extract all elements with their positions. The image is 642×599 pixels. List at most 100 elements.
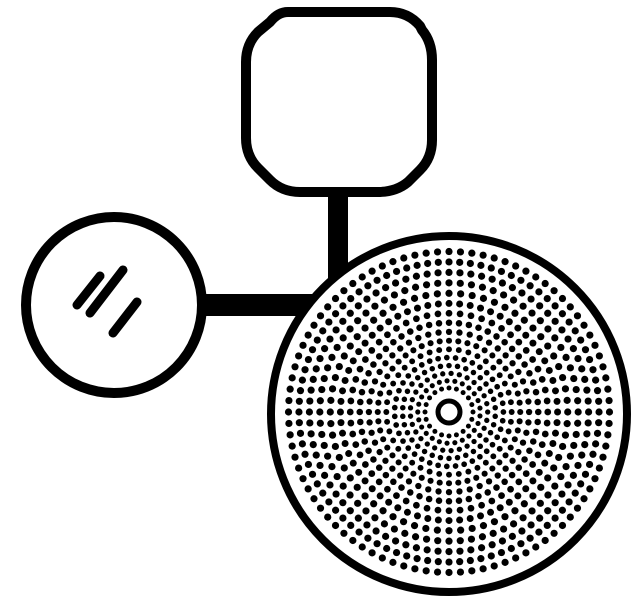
disc-dot [535, 529, 542, 536]
disc-dot [332, 443, 339, 450]
disc-dot [384, 331, 391, 338]
disc-dot [295, 352, 302, 359]
disc-dot [528, 507, 535, 514]
disc-dot [325, 318, 332, 325]
disc-dot [432, 445, 437, 450]
disc-dot [337, 419, 344, 426]
disc-dot [359, 389, 366, 396]
disc-dot [349, 431, 356, 438]
disc-dot [347, 409, 354, 416]
disc-dot [415, 335, 421, 341]
disc-dot [519, 303, 526, 310]
disc-dot [536, 348, 543, 355]
disc-dot [425, 441, 430, 446]
disc-dot [591, 475, 598, 482]
disc-dot [532, 543, 539, 550]
disc-dot [379, 554, 386, 561]
disc-dot [456, 259, 463, 266]
disc-dot [424, 260, 431, 267]
disc-dot [430, 436, 435, 441]
disc-dot [444, 378, 449, 383]
disc-dot [566, 498, 573, 505]
disc-dot [562, 432, 569, 439]
disc-dot [402, 453, 408, 459]
disc-dot [467, 331, 473, 337]
disc-dot [368, 388, 374, 394]
disc-dot [339, 318, 346, 325]
disc-dot [316, 462, 323, 469]
disc-dot [347, 342, 354, 349]
disc-dot [435, 310, 442, 317]
disc-dot [396, 430, 402, 436]
disc-dot [564, 397, 571, 404]
disc-dot [550, 464, 557, 471]
disc-dot [526, 370, 533, 377]
disc-dot [446, 472, 452, 478]
disc-dot [434, 269, 441, 276]
disc-dot [336, 363, 343, 370]
disc-dot [550, 287, 557, 294]
disc-dot [516, 464, 523, 471]
disc-dot [389, 513, 396, 520]
disc-dot [454, 387, 459, 392]
disc-dot [512, 436, 518, 442]
disc-dot [602, 374, 609, 381]
disc-dot [422, 449, 428, 455]
disc-dot [400, 299, 407, 306]
disc-dot [471, 439, 476, 444]
disc-dot [424, 546, 431, 553]
disc-dot [477, 386, 482, 391]
disc-dot [436, 320, 443, 327]
disc-dot [362, 477, 369, 484]
disc-dot [352, 441, 359, 448]
disc-dot [481, 393, 486, 398]
disc-dot [372, 378, 378, 384]
disc-dot [572, 327, 579, 334]
disc-dot [517, 540, 524, 547]
disc-dot [437, 338, 443, 344]
disc-dot [412, 533, 419, 540]
disc-dot [452, 440, 457, 445]
disc-dot [456, 558, 463, 565]
disc-dot [313, 365, 320, 372]
disc-dot [559, 507, 566, 514]
disc-dot [440, 371, 445, 376]
disc-dot [506, 390, 512, 396]
disc-dot [542, 387, 549, 394]
disc-dot [340, 530, 347, 537]
disc-dot [604, 431, 611, 438]
disc-dot [456, 497, 463, 504]
disc-dot [508, 272, 515, 279]
disc-dot [511, 310, 518, 317]
disc-dot [376, 478, 383, 485]
disc-dot [424, 417, 429, 422]
disc-dot [394, 504, 401, 511]
disc-dot [287, 431, 294, 438]
disc-dot [411, 522, 418, 529]
disc-dot [457, 290, 464, 297]
disc-dot [551, 482, 558, 489]
disc-dot [301, 366, 308, 373]
disc-dot [468, 312, 475, 319]
disc-dot [498, 549, 505, 556]
disc-dot [447, 434, 452, 439]
disc-dot [299, 475, 306, 482]
disc-dot [403, 352, 409, 358]
disc-dot [369, 332, 376, 339]
disc-dot [455, 455, 461, 461]
disc-dot [460, 438, 465, 443]
disc-dot [396, 388, 402, 394]
disc-dot [295, 464, 302, 471]
disc-dot [574, 420, 581, 427]
disc-dot [363, 295, 370, 302]
disc-dot [463, 366, 469, 372]
disc-dot [334, 473, 341, 480]
disc-dot [380, 436, 386, 442]
disc-dot [379, 262, 386, 269]
disc-dot [339, 387, 346, 394]
disc-dot [381, 297, 388, 304]
disc-dot [285, 397, 292, 404]
disc-dot [445, 538, 452, 545]
disc-dot [586, 356, 593, 363]
disc-dot [444, 355, 450, 361]
